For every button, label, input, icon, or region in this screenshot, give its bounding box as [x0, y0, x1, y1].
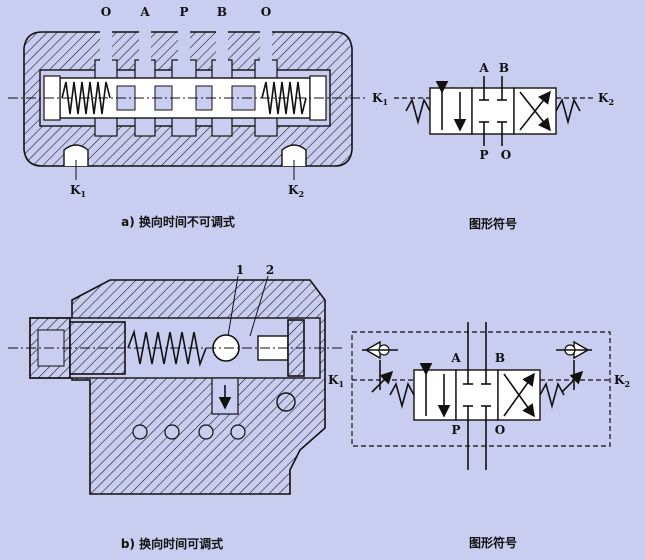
- port-label-p: P: [179, 5, 188, 19]
- symbol-a-caption: 图形符号: [469, 216, 517, 231]
- symbol-b-caption: 图形符号: [469, 535, 517, 550]
- symbol-b-k2: K2: [614, 373, 630, 389]
- caption-b: b) 换向时间可调式: [121, 536, 223, 551]
- symbol-a-k2: K2: [598, 91, 614, 107]
- symbol-b-k1: K1: [328, 373, 344, 389]
- symbol-a-label-b: B: [499, 61, 509, 75]
- callout-2: 2: [266, 263, 274, 277]
- port-label-b: B: [217, 5, 227, 19]
- port-label-a: A: [139, 5, 150, 19]
- symbol-b: [351, 322, 611, 470]
- spring-left-a: [61, 81, 111, 115]
- symbol-b-label-b: B: [495, 351, 505, 365]
- pilot-label-k1-a: K1: [70, 183, 86, 199]
- symbol-a-label-o: O: [501, 148, 511, 162]
- pilot-label-k2-a: K2: [288, 183, 304, 199]
- valve-b-section: [8, 275, 345, 495]
- port-label-o-left: O: [101, 5, 111, 19]
- valve-a-section: [8, 20, 368, 180]
- symbol-b-label-a: A: [450, 351, 461, 365]
- symbol-a-k1: K1: [372, 91, 388, 107]
- symbol-a-label-a: A: [478, 61, 489, 75]
- port-label-o-right: O: [261, 5, 271, 19]
- symbol-a: [394, 76, 596, 146]
- symbol-b-label-o: O: [495, 423, 505, 437]
- symbol-a-label-p: P: [479, 148, 488, 162]
- callout-1: 1: [236, 263, 244, 277]
- caption-a: a) 换向时间不可调式: [121, 214, 235, 229]
- symbol-b-label-p: P: [451, 423, 460, 437]
